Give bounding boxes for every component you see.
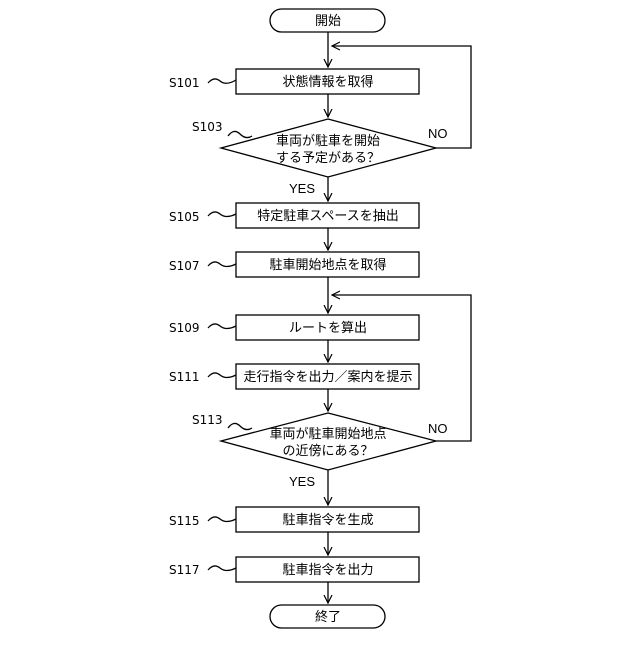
step-s113-decision <box>221 413 436 470</box>
step-s111-text: 走行指令を出力／案内を提示 <box>243 369 412 384</box>
step-id-s109: S109 <box>169 321 200 335</box>
step-s103-text-line1: 車両が駐車を開始 <box>276 133 380 148</box>
end-label: 終了 <box>315 609 341 624</box>
step-s107-text: 駐車開始地点を取得 <box>269 257 386 272</box>
no-label-s103: NO <box>428 126 448 141</box>
step-s103-text-line2: する予定がある？ <box>276 150 380 165</box>
start-label: 開始 <box>315 13 341 28</box>
step-id-s101: S101 <box>169 76 200 90</box>
leader-s117 <box>208 566 236 571</box>
leader-s109 <box>208 324 236 329</box>
yes-label-s103: YES <box>289 181 315 196</box>
step-s113-text-line1: 車両が駐車開始地点 <box>269 426 386 441</box>
leader-s105 <box>208 212 236 217</box>
leader-s111 <box>208 373 236 378</box>
leader-s103 <box>228 131 252 137</box>
step-s113-text-line2: の近傍にある？ <box>282 443 373 458</box>
step-id-s117: S117 <box>169 563 200 577</box>
step-s101-text: 状態情報を取得 <box>282 74 373 89</box>
step-id-s111: S111 <box>169 370 200 384</box>
leader-s107 <box>208 262 236 267</box>
leader-s101 <box>208 79 236 83</box>
yes-label-s113: YES <box>289 474 315 489</box>
no-label-s113: NO <box>428 421 448 436</box>
step-id-s113: S113 <box>192 413 223 427</box>
step-s103-decision <box>221 119 436 177</box>
step-id-s103: S103 <box>192 120 223 134</box>
step-s117-text: 駐車指令を出力 <box>282 562 373 577</box>
step-id-s105: S105 <box>169 210 200 224</box>
leader-s115 <box>208 517 236 522</box>
step-id-s107: S107 <box>169 259 200 273</box>
leader-s113 <box>228 423 252 429</box>
step-s115-text: 駐車指令を生成 <box>282 512 373 527</box>
step-id-s115: S115 <box>169 514 200 528</box>
step-s105-text: 特定駐車スペースを抽出 <box>257 208 398 223</box>
step-s109-text: ルートを算出 <box>289 320 367 335</box>
